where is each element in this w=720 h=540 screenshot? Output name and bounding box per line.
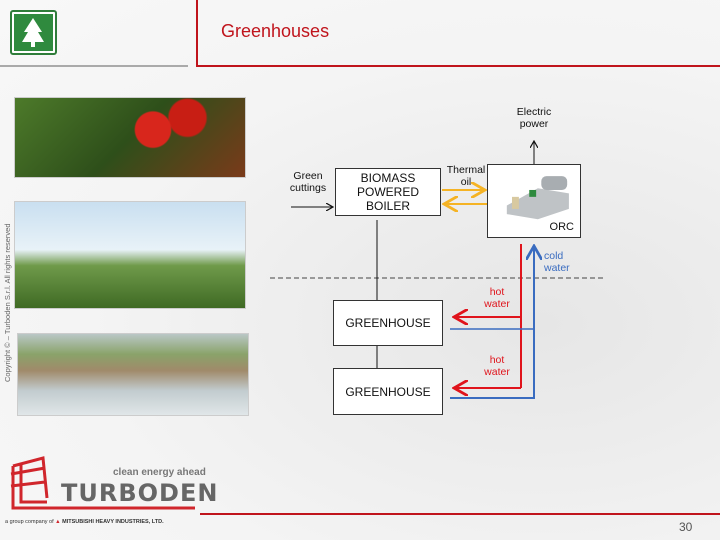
orc-box: ORC (487, 164, 581, 238)
greenhouse-aerial-photo (17, 333, 249, 416)
logo-badge (10, 10, 57, 55)
hot-water-label-2: hot water (484, 354, 510, 378)
thermal-oil-label: Thermal oil (446, 164, 486, 188)
tagline: clean energy ahead (113, 467, 206, 478)
orc-machine-image (506, 176, 569, 220)
page-title: Greenhouses (221, 21, 330, 41)
orc-label: ORC (549, 221, 574, 233)
tomatoes-photo (14, 97, 246, 178)
header-divider-red (196, 65, 720, 67)
greenhouse-interior-photo (14, 201, 246, 309)
boiler-box: BIOMASS POWERED BOILER (335, 168, 441, 216)
turboden-logo: clean energy ahead TURBODEN a group comp… (5, 456, 217, 531)
greenhouse-box-1: GREENHOUSE (333, 300, 443, 346)
greenhouse-box-2: GREENHOUSE (333, 368, 443, 415)
tree-house-icon (14, 14, 53, 51)
cold-water-return (450, 246, 534, 399)
hot-water-label-1: hot water (484, 286, 510, 310)
page-number: 30 (679, 520, 693, 534)
header-divider-gray (0, 65, 188, 67)
input-label: Green cuttings (289, 170, 327, 194)
group-label: a group company of (5, 519, 54, 525)
turboden-building-mark (10, 456, 195, 510)
parent-company: MITSUBISHI HEAVY INDUSTRIES, LTD. (62, 519, 164, 525)
footer-divider (200, 513, 720, 515)
group-text: a group company of ▲ MITSUBISHI HEAVY IN… (5, 519, 164, 525)
electric-label: Electric power (516, 106, 552, 130)
cold-water-label: cold water (544, 250, 570, 274)
header-divider-red-vertical (196, 0, 198, 67)
brand-name: TURBODEN (61, 479, 219, 507)
